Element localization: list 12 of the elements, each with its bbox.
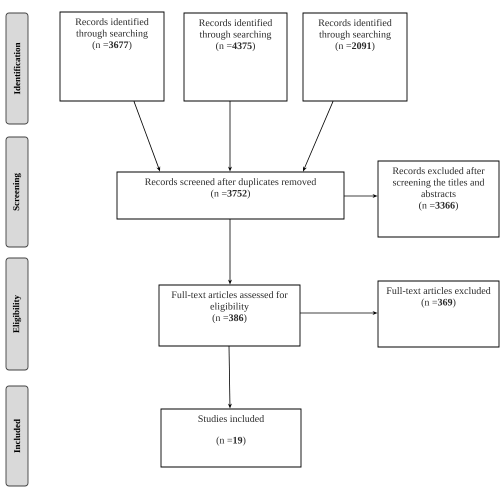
process-box: Records identified through searching (n =2091)	[302, 12, 408, 102]
stage-tab: Included	[6, 386, 28, 486]
process-box: Full-text articles excluded (n =369)	[378, 280, 500, 348]
process-box: Records screened after duplicates removed (n =3752)	[116, 172, 344, 220]
process-box: Studies included (n =19)	[160, 408, 302, 468]
process-box: Records identified through searching (n =4375)	[184, 12, 288, 102]
process-box: Full-text articles assessed for eligibility (n =386)	[158, 284, 300, 346]
process-box: Records excluded after screening the titles and abstracts (n =3366)	[378, 160, 500, 238]
stage-tab: Eligibility	[6, 258, 28, 370]
process-box: Records identified through searching (n =3677)	[60, 12, 164, 102]
stage-tab: Identification	[6, 12, 28, 124]
stage-tab: Screening	[6, 136, 28, 248]
